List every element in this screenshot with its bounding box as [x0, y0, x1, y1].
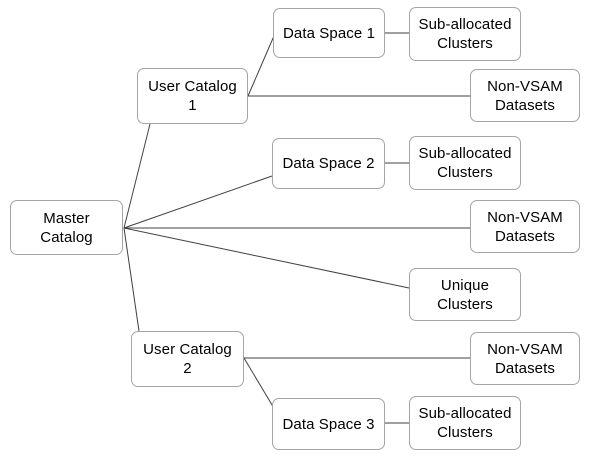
node-user-catalog-2[interactable]: User Catalog 2 [131, 331, 244, 387]
node-sub-allocated-clusters-3[interactable]: Sub-allocated Clusters [409, 396, 521, 450]
node-master-catalog[interactable]: Master Catalog [10, 200, 123, 255]
node-data-space-3[interactable]: Data Space 3 [272, 398, 385, 450]
edge-master-to-user-catalog-2 [123, 227, 140, 332]
node-non-vsam-datasets-1[interactable]: Non-VSAM Datasets [470, 69, 580, 122]
node-sub-allocated-clusters-1[interactable]: Sub-allocated Clusters [409, 7, 521, 61]
node-non-vsam-datasets-2[interactable]: Non-VSAM Datasets [470, 200, 580, 253]
node-user-catalog-1[interactable]: User Catalog 1 [137, 68, 248, 124]
edge-master-to-user-catalog-1 [123, 123, 151, 229]
node-data-space-1[interactable]: Data Space 1 [273, 8, 385, 58]
edge-master-to-data-space-2 [123, 175, 273, 229]
node-sub-allocated-clusters-2[interactable]: Sub-allocated Clusters [409, 136, 521, 190]
node-unique-clusters[interactable]: Unique Clusters [409, 268, 521, 321]
node-data-space-2[interactable]: Data Space 2 [272, 138, 385, 189]
node-non-vsam-datasets-3[interactable]: Non-VSAM Datasets [470, 332, 580, 385]
edge-master-to-unique-clusters [123, 227, 410, 289]
